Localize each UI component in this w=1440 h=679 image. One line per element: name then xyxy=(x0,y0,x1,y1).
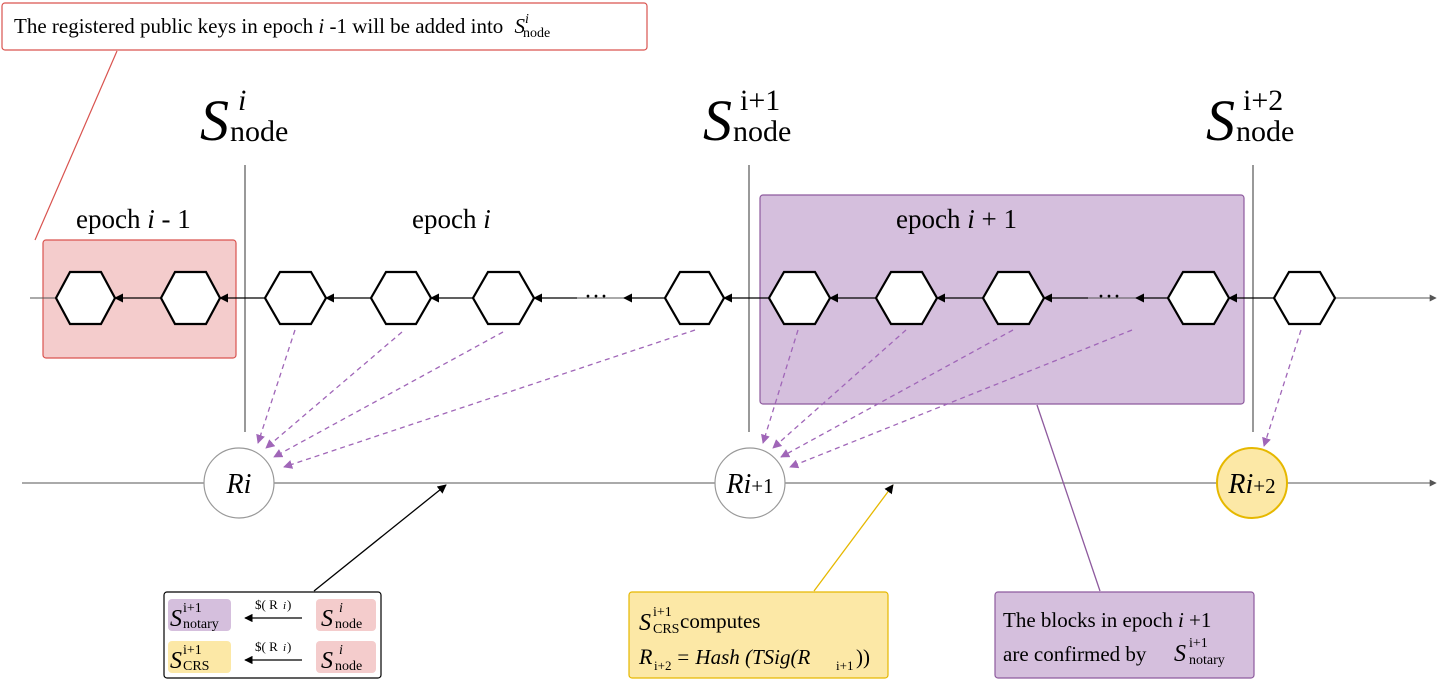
block-hexagon xyxy=(1166,270,1231,326)
svg-text:S: S xyxy=(703,88,732,153)
svg-text:i+1: i+1 xyxy=(1189,636,1208,651)
svg-text:): ) xyxy=(287,639,291,654)
block-hexagon xyxy=(981,270,1046,326)
top-callout-box xyxy=(1,2,648,51)
dashed-arrow-to-r-i-plus-2 xyxy=(1262,329,1302,447)
svg-text:node: node xyxy=(335,617,362,632)
set-label-node-i-plus-1: S i+1 node xyxy=(703,84,791,153)
svg-text:S: S xyxy=(1174,641,1186,667)
svg-text:i+1: i+1 xyxy=(183,601,202,616)
notary-pointer xyxy=(1036,404,1101,592)
legend-row-2: S i+1 CRS $( R i ) S i node xyxy=(170,639,362,674)
svg-text:CRS: CRS xyxy=(183,659,209,674)
notary-text: The blocks in epoch i +1 are confirmed b… xyxy=(1003,608,1225,668)
block-hexagon xyxy=(1272,270,1337,326)
svg-text:CRS: CRS xyxy=(653,622,679,637)
svg-text:i: i xyxy=(283,642,286,654)
svg-text:S: S xyxy=(321,648,333,674)
svg-text:notary: notary xyxy=(183,617,219,632)
svg-text:i+2: i+2 xyxy=(1243,84,1283,117)
randomness-label-i-plus-1: Ri+1 xyxy=(725,469,773,500)
svg-text:i+1: i+1 xyxy=(740,84,780,117)
svg-text:computes: computes xyxy=(680,609,760,633)
crs-text: S i+1 CRS computes R i+2 = Hash (TSig(R … xyxy=(638,605,870,673)
chain-ellipsis-2: ··· xyxy=(1097,284,1121,310)
notary-box xyxy=(994,591,1255,679)
randomness-label-i: Ri xyxy=(226,469,252,500)
epoch-label-i-plus-1: epoch i + 1 xyxy=(896,204,1017,234)
block-hexagon xyxy=(159,270,222,326)
block-hexagon xyxy=(54,270,117,326)
svg-text:node: node xyxy=(230,115,288,148)
top-callout-text: The registered public keys in epoch i -1… xyxy=(14,12,550,41)
randomness-node-i xyxy=(203,447,275,519)
svg-text:S: S xyxy=(1206,88,1235,153)
legend-node-chip-1 xyxy=(316,599,376,631)
svg-text:)): )) xyxy=(856,645,870,669)
block-hexagon xyxy=(663,270,726,326)
block-hexagon xyxy=(471,270,536,326)
block-hexagons xyxy=(54,270,1337,326)
epoch-box-i-minus-1 xyxy=(42,239,237,359)
svg-text:$( R: $( R xyxy=(255,597,278,612)
svg-text:i+1: i+1 xyxy=(653,605,672,620)
svg-text:S: S xyxy=(200,88,229,153)
svg-text:node: node xyxy=(1236,115,1294,148)
legend-row-1: S i+1 notary $( R i ) S i node xyxy=(170,597,362,632)
svg-text:i+1: i+1 xyxy=(183,643,202,658)
svg-text:node: node xyxy=(335,659,362,674)
svg-text:i: i xyxy=(339,601,343,616)
svg-text:i+2: i+2 xyxy=(654,658,671,673)
svg-text:i: i xyxy=(238,84,246,117)
crs-pointer xyxy=(813,484,894,592)
set-label-node-i-plus-2: S i+2 node xyxy=(1206,84,1294,153)
svg-text:R: R xyxy=(638,644,653,669)
legend-node-chip-2 xyxy=(316,641,376,673)
svg-text:i: i xyxy=(339,643,343,658)
randomness-node-i-plus-1 xyxy=(714,447,786,519)
svg-text:S: S xyxy=(321,606,333,632)
dashed-arrows-to-r-i-plus-1 xyxy=(761,329,1133,469)
randomness-node-i-plus-2 xyxy=(1216,447,1288,519)
svg-text:The blocks in epoch i +1: The blocks in epoch i +1 xyxy=(1003,608,1211,632)
svg-text:= Hash (TSig(R: = Hash (TSig(R xyxy=(676,645,811,669)
svg-text:are confirmed by: are confirmed by xyxy=(1003,642,1147,666)
randomness-label-i-plus-2: Ri+2 xyxy=(1227,469,1275,500)
legend-notary-chip xyxy=(168,599,231,631)
svg-text:): ) xyxy=(287,597,291,612)
svg-text:notary: notary xyxy=(1189,653,1225,668)
svg-text:S: S xyxy=(170,606,182,632)
top-callout-pointer xyxy=(34,50,118,241)
svg-text:S: S xyxy=(639,610,651,636)
svg-text:i+1: i+1 xyxy=(836,658,853,673)
block-hexagon xyxy=(263,270,328,326)
dashed-arrows-to-r-i xyxy=(256,329,696,469)
chain-ellipsis-1: ··· xyxy=(584,284,608,310)
epoch-label-i-minus-1: epoch i - 1 xyxy=(76,204,191,234)
svg-text:node: node xyxy=(733,115,791,148)
block-hexagon xyxy=(874,270,939,326)
legend-crs-chip xyxy=(168,641,231,673)
crs-box xyxy=(628,591,889,679)
block-hexagon xyxy=(369,270,433,326)
svg-text:$( R: $( R xyxy=(255,639,278,654)
svg-text:S: S xyxy=(170,648,182,674)
legend-pointer xyxy=(313,484,447,592)
epoch-label-i: epoch i xyxy=(412,204,491,234)
block-hexagon xyxy=(767,270,832,326)
set-label-node-i: S i node xyxy=(200,84,288,153)
svg-text:i: i xyxy=(283,600,286,612)
